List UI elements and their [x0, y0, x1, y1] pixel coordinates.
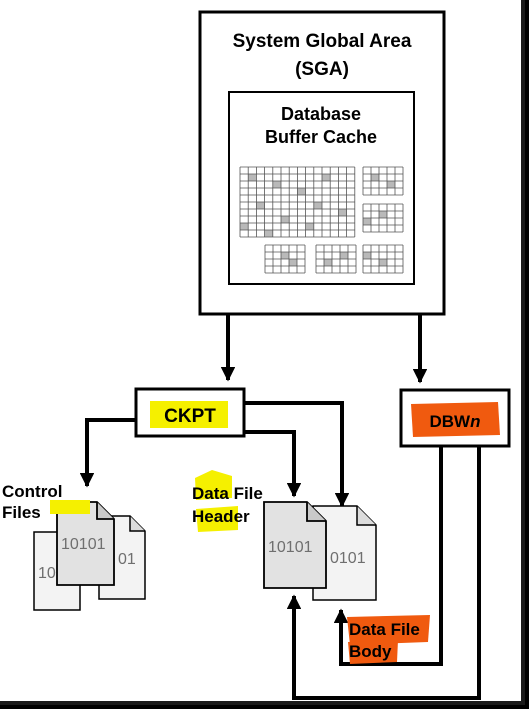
ckpt-to-header-arrow — [244, 430, 302, 498]
buffer-cache-title-line2: Buffer Cache — [265, 127, 377, 147]
data-file-front-bits: 10101 — [268, 539, 313, 556]
ckpt-label: CKPT — [164, 406, 216, 427]
control-files-label-line2: Files — [2, 503, 41, 522]
buffer-block-grid — [315, 244, 357, 274]
data-file-docs: 0101 10101 — [263, 501, 377, 601]
dbwn-label: DBWn — [430, 412, 481, 431]
body-label-line2: Body — [349, 642, 392, 661]
buffer-block-grid — [264, 244, 306, 274]
buffer-block-grid — [362, 244, 404, 274]
control-files-label-line1: Control — [2, 482, 62, 501]
dbwn-to-body-arrow — [333, 446, 443, 666]
ckpt-to-control-files-arrow — [79, 418, 136, 488]
buffer-cache-title-line1: Database — [281, 104, 361, 124]
dbwn-to-header-arrow — [286, 446, 481, 700]
body-label-line1: Data File — [349, 620, 420, 639]
buffer-block-grid — [362, 203, 404, 233]
data-file-back-bits: 0101 — [330, 550, 366, 567]
sga-title-line2: (SGA) — [295, 59, 349, 80]
buffer-blocks — [239, 166, 404, 274]
buffer-block-grid — [362, 166, 404, 196]
control-left-bits: 10 — [38, 565, 56, 582]
ckpt-to-header-back-arrow — [244, 401, 350, 508]
control-back-bits: 01 — [118, 551, 136, 568]
header-label-line2: Header — [192, 507, 250, 526]
buffer-cache-box: Database Buffer Cache — [228, 91, 415, 285]
sga-title-line1: System Global Area — [233, 31, 412, 52]
control-front-bits: 10101 — [61, 536, 106, 553]
dbwn-process: DBWn — [399, 388, 511, 448]
buffer-block-grid — [239, 166, 356, 238]
ckpt-process: CKPT — [134, 387, 246, 438]
header-label-line1: Data File — [192, 484, 263, 503]
control-files-docs: 01 10 10101 — [33, 501, 146, 611]
